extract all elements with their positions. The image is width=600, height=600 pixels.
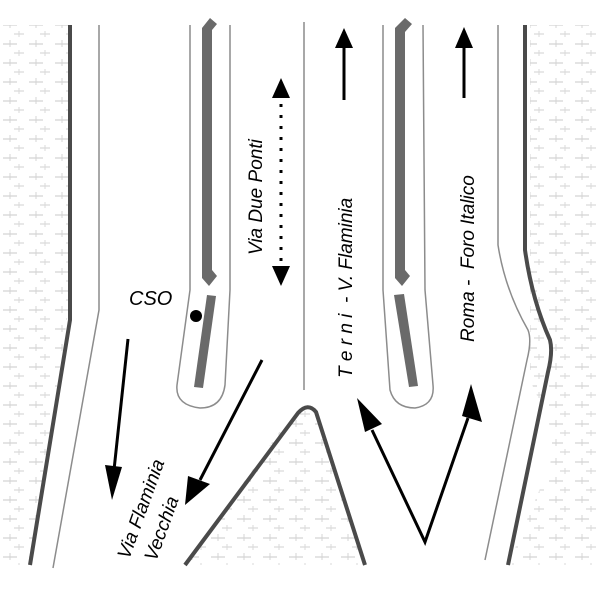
northbound-terni-arrow: [335, 28, 353, 100]
terrain-left: [0, 25, 70, 565]
left-inner-road-edge: [52, 25, 100, 569]
right-median-strip-lower: [394, 294, 418, 387]
label-roma-foro-italico: Roma - Foro Italico: [458, 175, 479, 342]
label-via-due-ponti: Via Due Ponti: [246, 138, 267, 255]
northbound-roma-arrow: [455, 27, 473, 98]
split-arrow-v: [357, 384, 482, 546]
right-inner-road-edge: [484, 25, 531, 561]
right-outer-road-edge: [506, 25, 554, 566]
cso-point: [190, 310, 202, 322]
via-due-ponti-two-way-arrow: [272, 78, 290, 286]
flaminia-vecchia-arrow-left: [105, 338, 130, 500]
label-terni-flaminia: T e r n i - V. Flaminia: [336, 198, 357, 378]
terrain-center: [185, 405, 365, 565]
flaminia-vecchia-arrow-right: [185, 359, 264, 505]
label-cso: CSO: [129, 288, 172, 310]
right-median-strip: [395, 18, 412, 286]
left-outer-road-edge: [28, 25, 72, 566]
center-v-edge: [183, 405, 367, 567]
left-median-strip: [202, 18, 217, 286]
terrain-right: [508, 25, 600, 565]
left-median-strip-lower: [194, 295, 216, 388]
